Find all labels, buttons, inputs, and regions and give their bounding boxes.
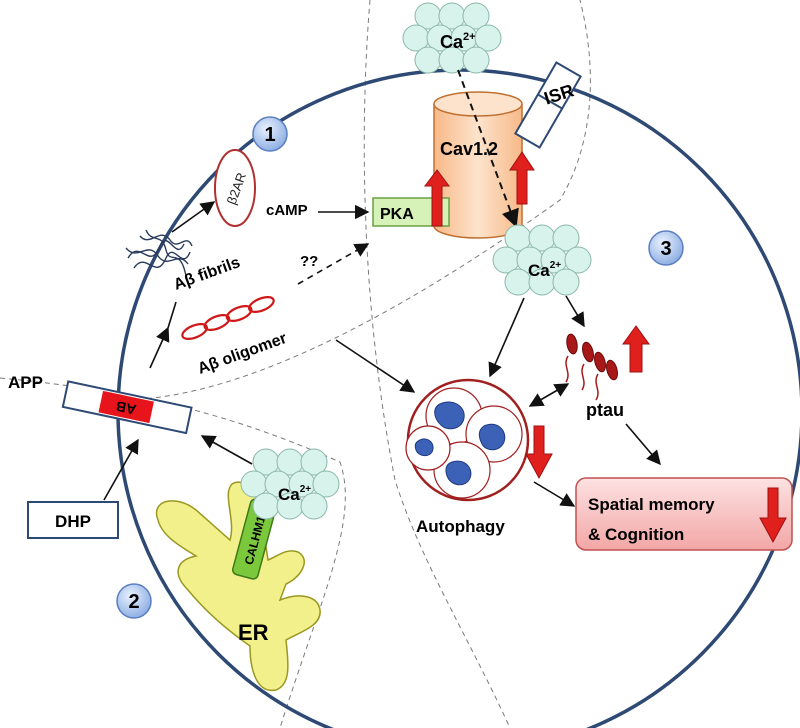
autophagy-vesicle [405, 378, 530, 502]
cav12-channel [433, 91, 523, 239]
oligomer-to-pka-dashed-arrow [297, 243, 370, 285]
er-label: ER [238, 620, 269, 645]
ab-box-label: AB [114, 398, 137, 418]
oligomer-to-fibrils-arrow [167, 301, 177, 329]
app-protein-box: AB [61, 380, 193, 435]
badge-1-label: 1 [264, 124, 275, 146]
oligomer-to-autophagy-arrow [335, 339, 416, 393]
ca-er-to-app-arrow [200, 435, 253, 465]
ca-to-ptau-arrow [565, 295, 585, 328]
ptau-icon [565, 333, 618, 401]
app-to-ab-arrow [149, 326, 170, 369]
b2ar-receptor [214, 149, 256, 227]
camp-label: cAMP [266, 202, 308, 219]
up-arrow-pka [424, 169, 450, 227]
pka-label: PKA [380, 206, 414, 223]
cognition-label: & Cognition [588, 525, 684, 544]
er-membrane [155, 481, 321, 692]
ca-top-label: Ca2+ [440, 31, 476, 52]
ca-er-label: Ca2+ [278, 484, 311, 504]
badge-2-label: 2 [128, 591, 139, 613]
unknown-link-label: ?? [300, 253, 318, 270]
badge-2: 2 [116, 583, 152, 619]
ca-cluster-inner [492, 224, 592, 296]
spatial-memory-label: Spatial memory [588, 495, 715, 514]
ca-to-autophagy-arrow [488, 297, 525, 378]
ptau-label: ptau [586, 400, 624, 420]
dhp-label: DHP [55, 512, 91, 531]
ca-cluster-top [402, 2, 502, 74]
ab-oligomer-icon [181, 296, 275, 340]
autophagy-to-output-arrow [533, 481, 576, 507]
down-arrow-autophagy [525, 425, 553, 480]
ca-cluster-er [240, 448, 340, 520]
autophagy-label: Autophagy [416, 517, 505, 536]
fibrils-to-b2ar-arrow [171, 201, 216, 233]
ab-fibrils-icon [125, 229, 193, 277]
ca-inner-label: Ca2+ [528, 260, 561, 280]
ab-fibrils-label: Aβ fibrils [172, 254, 243, 294]
ca-entry-arrow [457, 69, 519, 228]
badge-3-label: 3 [660, 238, 671, 260]
badge-3: 3 [648, 230, 684, 266]
up-arrow-cav [509, 151, 535, 205]
dhp-to-app-arrow [103, 438, 139, 501]
ptau-autophagy-bidirectional-arrow [528, 383, 570, 407]
ptau-to-output-arrow [625, 423, 661, 466]
cav12-label: Cav1.2 [440, 139, 498, 159]
down-arrow-output [759, 487, 787, 544]
app-label: APP [8, 373, 43, 392]
up-arrow-ptau [622, 325, 650, 373]
isr-receptor [514, 61, 582, 149]
output-box [575, 477, 793, 551]
ab-oligomer-label: Aβ oligomer [196, 330, 290, 378]
badge-1: 1 [252, 116, 288, 152]
dhp-box [27, 501, 119, 539]
